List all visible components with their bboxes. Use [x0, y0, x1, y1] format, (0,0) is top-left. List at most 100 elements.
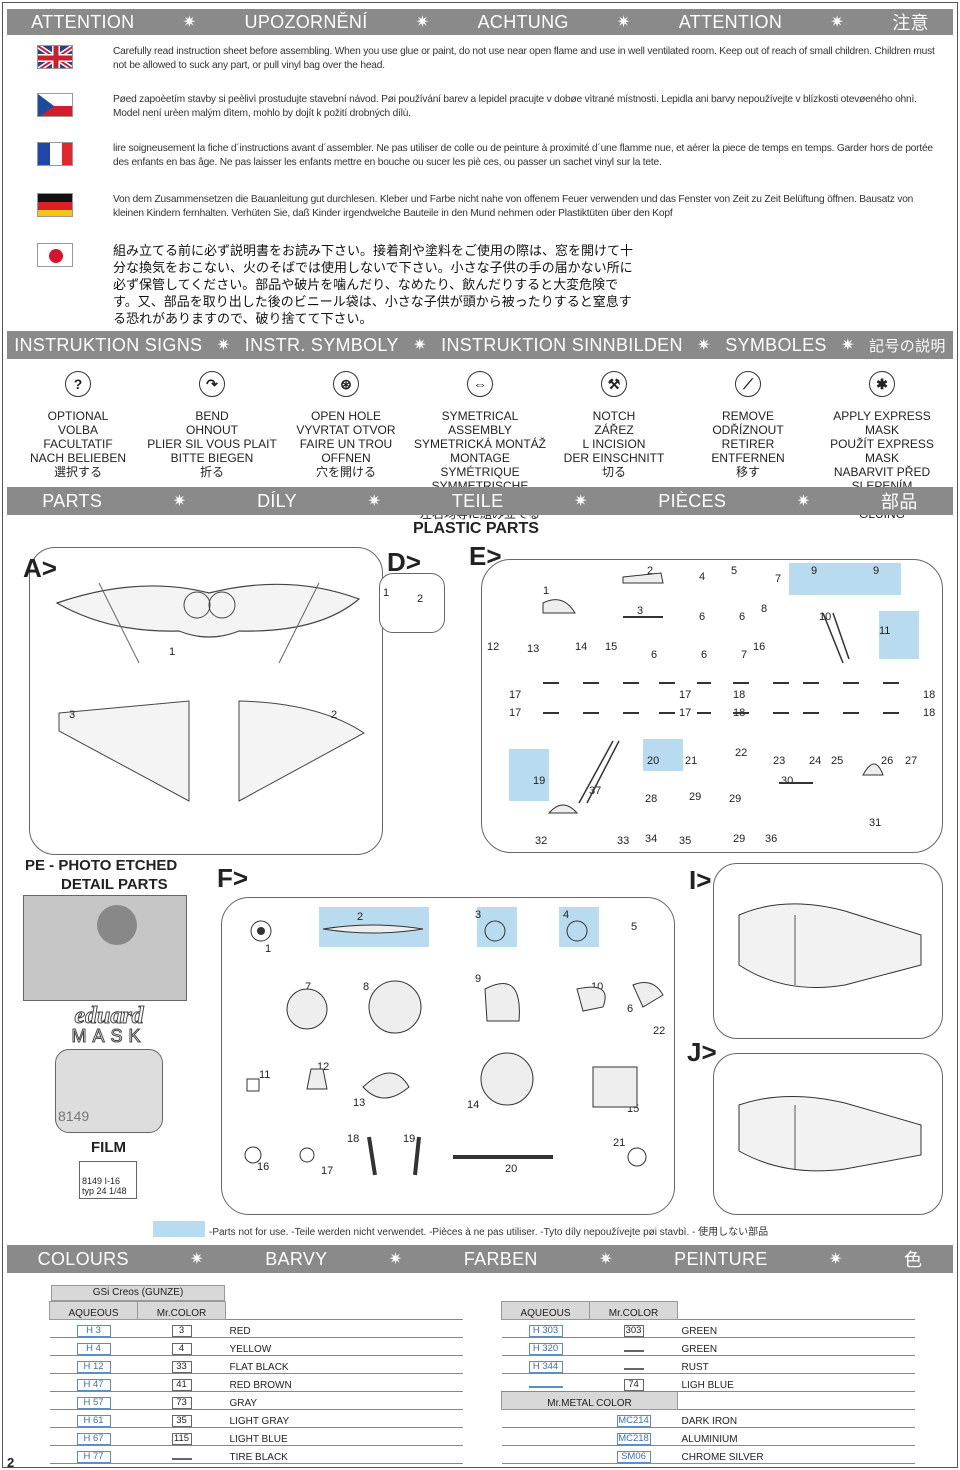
part-number: 21: [685, 755, 698, 767]
warning-jp: 組み立てる前に必ず説明書をお読み下さい。接着剤や塗料をご使用の際は、窓を開けて十…: [37, 243, 637, 328]
warning-text: lire soigneusement la fiche d´instructio…: [113, 143, 933, 168]
part-number: 9: [873, 565, 880, 577]
part-number: 18: [733, 689, 746, 701]
engine-cowl-detail: [183, 591, 211, 619]
part-number: 7: [775, 573, 782, 585]
part-number: 1: [383, 587, 390, 599]
colour-name: LIGH BLUE: [677, 1373, 915, 1392]
sign-label: DER EINSCHNITT: [563, 451, 665, 465]
mask-brand: eduard: [74, 1003, 144, 1029]
sign-label: SYMETRICKÁ MONTÁŽ: [413, 437, 546, 451]
symmetric-arrow-icon: ⇔: [467, 371, 493, 397]
colours-banner: COLOURS✷ BARVY✷ FARBEN✷ PEINTURE✷ 色: [7, 1245, 953, 1273]
sign-label: ODŘÍZNOUT: [712, 423, 784, 437]
part-number: 18: [923, 707, 936, 719]
sign-label: 移す: [735, 465, 760, 479]
film-sheet: 8149 I-16 typ 24 1/48: [79, 1161, 137, 1199]
part-number: 2: [357, 911, 364, 923]
banner-item: 色: [904, 1250, 923, 1270]
mr-color-code: 74: [623, 1379, 644, 1391]
part-number: 6: [651, 649, 658, 661]
colour-name: RED BROWN: [225, 1373, 463, 1392]
part-number: 3: [475, 909, 482, 921]
sign-label: OFFNEN: [321, 451, 371, 465]
part-number: 3: [637, 605, 644, 617]
sprue-e-label: E>: [469, 541, 502, 571]
mask-code: 8149: [58, 1108, 90, 1124]
part-number: 8: [363, 981, 370, 993]
banner-item: TEILE: [451, 490, 504, 511]
sign-label: NACH BELIEBEN: [29, 451, 127, 465]
part-number: 17: [679, 707, 692, 719]
sign-label: FAIRE UN TROU: [299, 437, 393, 451]
banner-item: COLOURS: [37, 1248, 129, 1269]
part-number: 1: [543, 585, 550, 597]
mask-sheet: 8149: [55, 1049, 163, 1133]
aqueous-code: H 3: [76, 1325, 111, 1337]
colour-name: GRAY: [225, 1391, 463, 1410]
warning-text: 組み立てる前に必ず説明書をお読み下さい。接着剤や塗料をご使用の際は、窓を開けて十…: [113, 244, 634, 327]
unused-part-highlight: [789, 563, 901, 595]
colour-row: Mr.METAL COLOR: [501, 1391, 915, 1410]
unused-part-highlight: [643, 739, 683, 771]
part-number: 4: [563, 909, 570, 921]
mr-color-code: 115: [171, 1433, 192, 1445]
film-label: typ 24 1/48: [82, 1186, 127, 1196]
aqueous-code: H 77: [76, 1451, 111, 1463]
page-number: 2: [7, 1455, 15, 1470]
part-number: 20: [505, 1163, 518, 1175]
part-number: 21: [613, 1137, 626, 1149]
aqueous-code: H 303: [528, 1325, 563, 1337]
part-number: 31: [869, 817, 882, 829]
warning-de: Von dem Zusammensetzen die Bauanleitung …: [37, 193, 937, 221]
sprue-d-frame: [379, 573, 445, 633]
part-number: 1: [169, 646, 176, 658]
sign-label: OPEN HOLE: [310, 409, 382, 423]
metal-code: MC218: [616, 1433, 651, 1445]
question-icon: ?: [65, 371, 91, 397]
aqueous-code: H 344: [528, 1361, 563, 1373]
aqueous-code: [528, 1386, 563, 1388]
part-number: 34: [645, 833, 658, 845]
mr-color-code: 33: [171, 1361, 192, 1373]
sprue-j-label: J>: [687, 1037, 717, 1067]
part-number: 24: [809, 755, 822, 767]
sprue-f-label: F>: [217, 863, 249, 893]
part-number: 16: [753, 641, 766, 653]
gunze-header: GSi Creos (GUNZE): [51, 1285, 225, 1301]
warning-text: Carefully read instruction sheet before …: [113, 46, 935, 71]
colour-name: ALUMINIUM: [677, 1427, 915, 1446]
part-number: 18: [923, 689, 936, 701]
colour-name: FLAT BLACK: [225, 1355, 463, 1374]
part-number: 7: [741, 649, 748, 661]
col-header: AQUEOUS: [49, 1301, 138, 1320]
colour-name: GREEN: [677, 1319, 915, 1338]
right-wing-part: [238, 700, 365, 802]
banner-item: BARVY: [265, 1248, 328, 1269]
banner-item: INSTR. SYMBOLY: [244, 334, 399, 355]
legend-swatch: [153, 1221, 205, 1237]
part-number: 2: [417, 593, 424, 605]
film-label: 8149 I-16: [82, 1176, 121, 1186]
mr-color-code: [171, 1458, 192, 1460]
warning-cz: Pøed zapoèetím stavby si peèlivì prostud…: [37, 93, 937, 121]
col-header: AQUEOUS: [501, 1301, 590, 1320]
sprue-d-label: D>: [387, 547, 421, 577]
part-number: 19: [533, 775, 546, 787]
sprue-f-parts: [244, 920, 664, 1176]
film-title: FILM: [91, 1139, 126, 1156]
colour-name: GREEN: [677, 1337, 915, 1356]
part-number: 33: [617, 835, 630, 847]
plastic-parts-title: PLASTIC PARTS: [413, 520, 539, 537]
part-number: 13: [353, 1097, 366, 1109]
sign-label: OPTIONAL: [47, 409, 109, 423]
